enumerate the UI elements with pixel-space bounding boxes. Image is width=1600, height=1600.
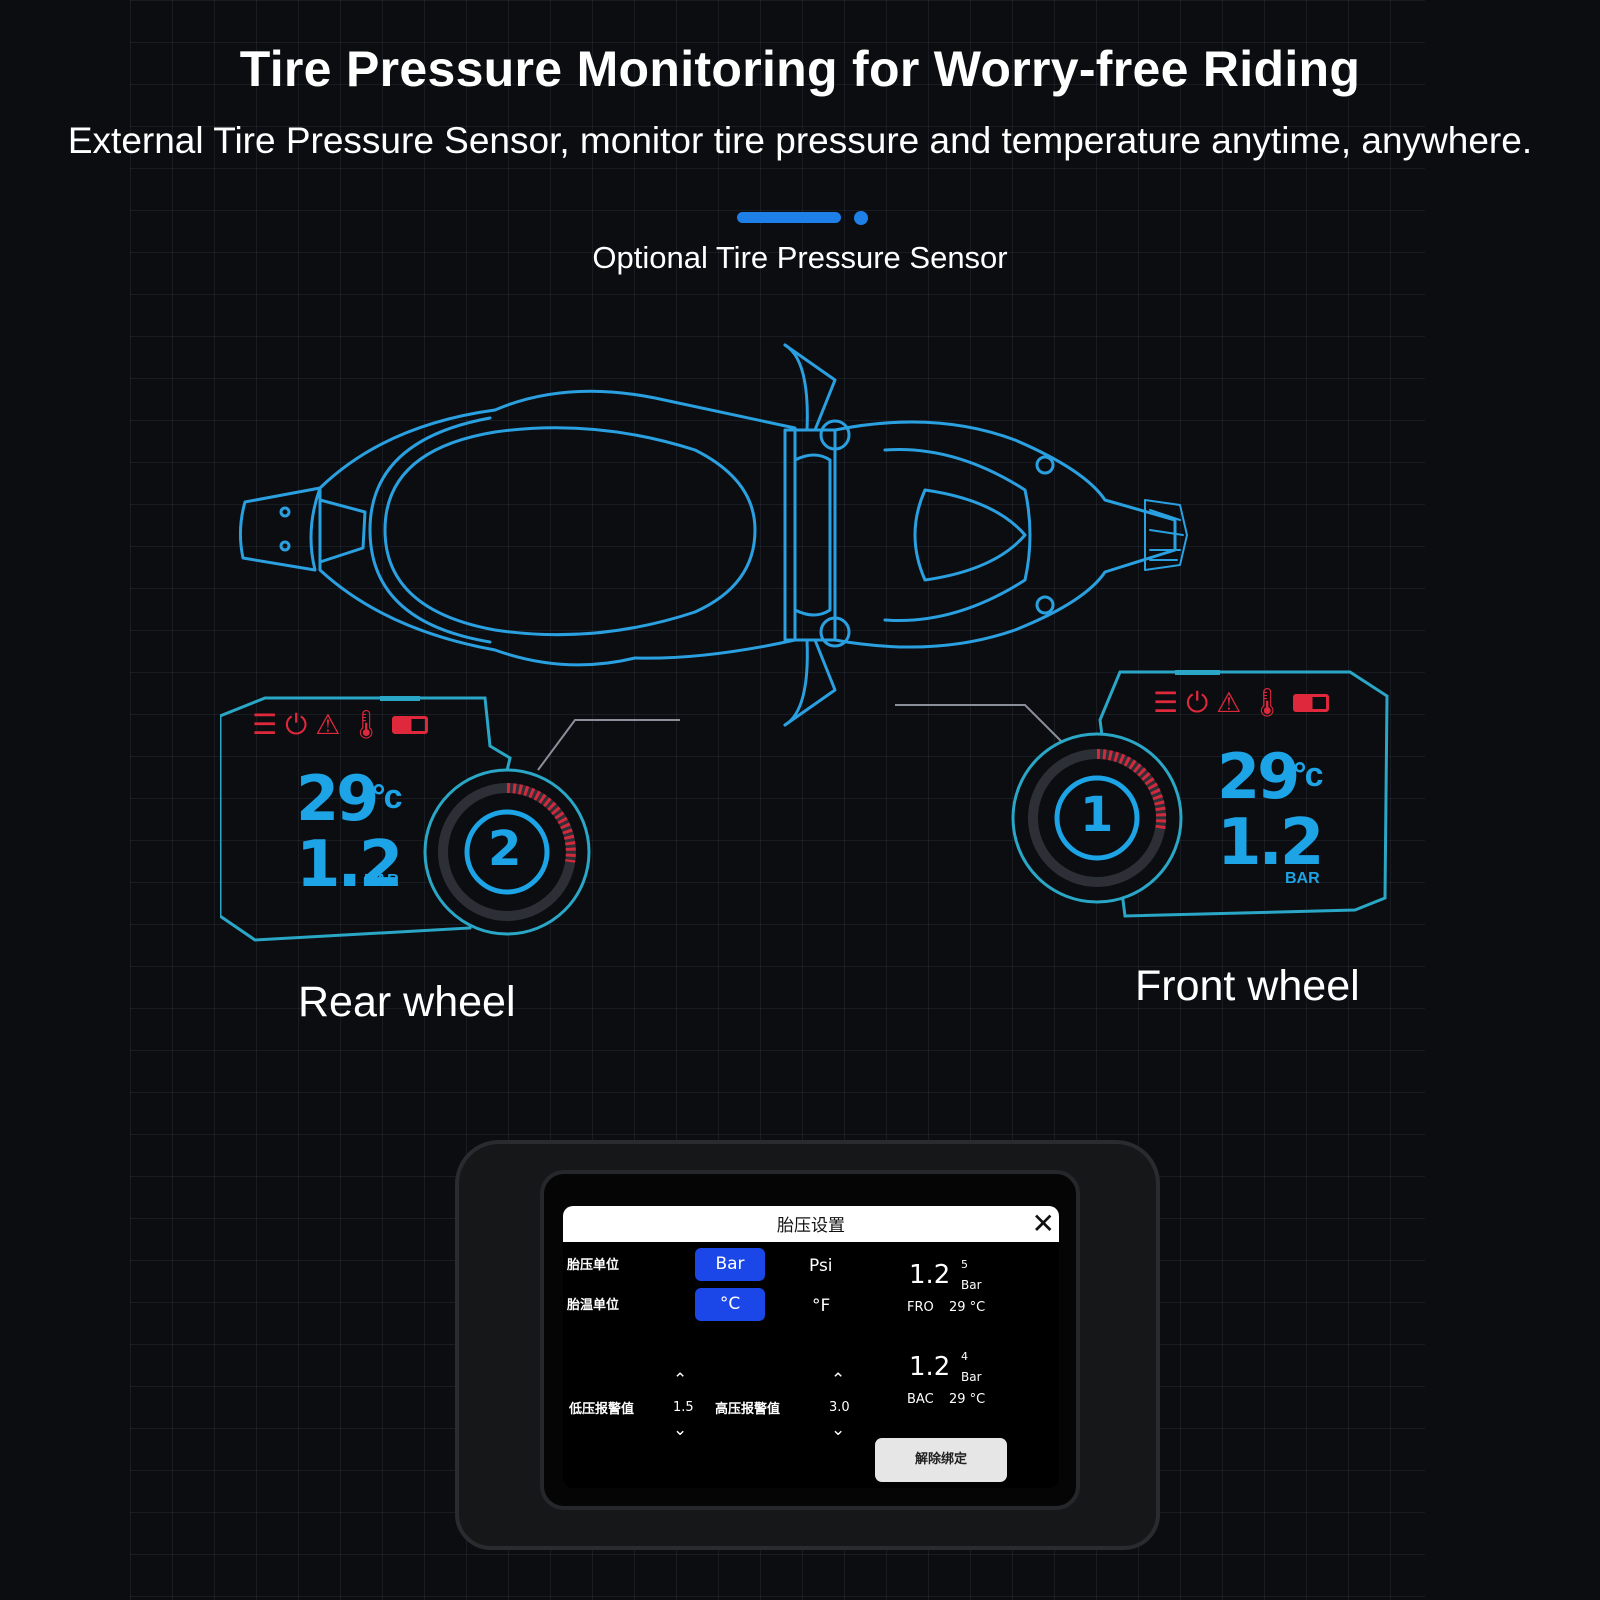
power-icon: ⏻ bbox=[285, 708, 308, 741]
high-alarm-value: 3.0 bbox=[829, 1400, 850, 1415]
accent-dot bbox=[854, 211, 868, 225]
dashboard-device: 胎压设置 ✕ 胎压单位 胎温单位 Bar Psi °C °F 1.2 5 Bar… bbox=[455, 1140, 1160, 1600]
temperature-icon: 🌡 bbox=[348, 708, 384, 741]
battery-icon bbox=[1292, 694, 1329, 712]
front-status-icons: ☰ ⏻ ⚠ 🌡 bbox=[1153, 688, 1329, 718]
low-alarm-down-icon[interactable]: ⌄ bbox=[673, 1420, 688, 1440]
back-tire-temp: 29 °C bbox=[949, 1392, 986, 1407]
page-title: Tire Pressure Monitoring for Worry-free … bbox=[239, 41, 1361, 97]
high-alarm-down-icon[interactable]: ⌄ bbox=[831, 1420, 846, 1440]
bar-unit-button[interactable]: Bar bbox=[695, 1248, 765, 1281]
front-sensor-panel: ☰ ⏻ ⚠ 🌡 29 °c 1.2 BAR 1 bbox=[1005, 670, 1390, 940]
accent-bar bbox=[737, 212, 841, 223]
front-panel-frame bbox=[1011, 670, 1389, 918]
pressure-unit-label: 胎压单位 bbox=[567, 1258, 620, 1273]
rear-pressure: 1.2 bbox=[296, 828, 403, 902]
tire-warning-icon: ⚠ bbox=[315, 708, 341, 741]
rear-sensor-panel: ☰ ⏻ ⚠ 🌡 29 °c 1.2 BAR 2 bbox=[220, 696, 600, 960]
battery-icon bbox=[391, 716, 428, 734]
back-tire-unit: Bar bbox=[961, 1370, 982, 1384]
front-tire-superscript: 5 bbox=[961, 1258, 968, 1271]
front-tire-unit: Bar bbox=[961, 1278, 982, 1292]
screen-title: 胎压设置 bbox=[563, 1206, 1059, 1242]
rear-status-icons: ☰ ⏻ ⚠ 🌡 bbox=[252, 710, 428, 740]
low-alarm-label: 低压报警值 bbox=[569, 1402, 635, 1417]
fahrenheit-unit-button[interactable]: °F bbox=[812, 1296, 831, 1316]
rear-wheel-label: Rear wheel bbox=[298, 978, 516, 1026]
high-alarm-up-icon[interactable]: ⌃ bbox=[831, 1370, 846, 1390]
front-pressure-unit: BAR bbox=[1285, 870, 1320, 887]
low-alarm-value: 1.5 bbox=[673, 1400, 694, 1415]
psi-unit-button[interactable]: Psi bbox=[809, 1256, 833, 1276]
back-tire-superscript: 4 bbox=[961, 1350, 968, 1363]
front-tire-name: FRO bbox=[907, 1300, 934, 1315]
front-temp-unit: °c bbox=[1293, 756, 1323, 794]
front-tire-temp: 29 °C bbox=[949, 1300, 986, 1315]
rear-temperature: 29 bbox=[296, 762, 379, 835]
wifi-icon: ☰ bbox=[1153, 686, 1179, 719]
power-icon: ⏻ bbox=[1186, 686, 1209, 719]
front-wheel-label: Front wheel bbox=[1135, 962, 1360, 1010]
front-tire-pressure: 1.2 bbox=[909, 1260, 951, 1290]
section-label: Optional Tire Pressure Sensor bbox=[592, 240, 1008, 275]
front-sensor-number: 1 bbox=[1080, 787, 1114, 843]
front-temperature: 29 bbox=[1217, 740, 1300, 813]
page-subtitle: External Tire Pressure Sensor, monitor t… bbox=[67, 120, 1533, 161]
celsius-unit-button[interactable]: °C bbox=[695, 1288, 765, 1321]
device-screen: 胎压设置 ✕ 胎压单位 胎温单位 Bar Psi °C °F 1.2 5 Bar… bbox=[563, 1206, 1059, 1488]
close-icon[interactable]: ✕ bbox=[1031, 1207, 1055, 1240]
rear-sensor-number: 2 bbox=[488, 821, 522, 877]
rear-panel-frame bbox=[220, 696, 591, 942]
rear-pressure-unit: BAR bbox=[364, 872, 399, 889]
temp-unit-label: 胎温单位 bbox=[567, 1298, 620, 1313]
tire-warning-icon: ⚠ bbox=[1216, 686, 1242, 719]
unbind-button[interactable]: 解除绑定 bbox=[875, 1438, 1007, 1482]
connector-lines bbox=[537, 704, 1066, 771]
wifi-icon: ☰ bbox=[252, 708, 278, 741]
back-tire-name: BAC bbox=[907, 1392, 934, 1407]
high-alarm-label: 高压报警值 bbox=[715, 1402, 781, 1417]
low-alarm-up-icon[interactable]: ⌃ bbox=[673, 1370, 688, 1390]
motorcycle-outline bbox=[238, 343, 1188, 727]
rear-temp-unit: °c bbox=[372, 778, 402, 816]
back-tire-pressure: 1.2 bbox=[909, 1352, 951, 1382]
temperature-icon: 🌡 bbox=[1249, 686, 1285, 719]
front-pressure: 1.2 bbox=[1217, 806, 1324, 880]
